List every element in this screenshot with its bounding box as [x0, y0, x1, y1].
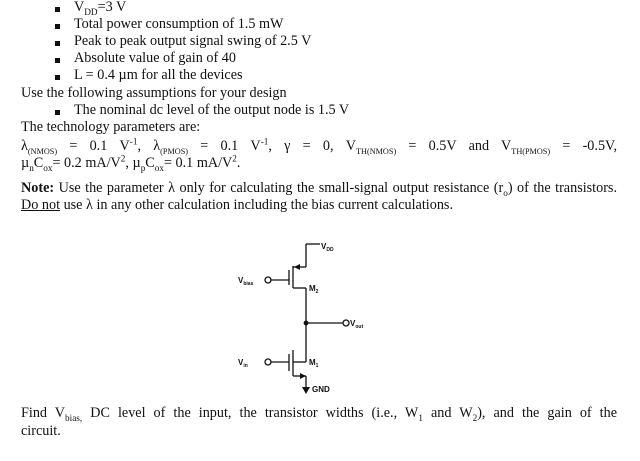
params-line-2: µnCox= 0.2 mA/V2, µpCox= 0.1 mA/V2.	[21, 153, 241, 173]
spec-swing: Peak to peak output signal swing of 2.5 …	[74, 33, 312, 49]
question-line-2: circuit.	[21, 423, 61, 439]
spec-power: Total power consumption of 1.5 mW	[74, 16, 284, 32]
bullet	[55, 24, 60, 29]
ground-arrow-icon	[302, 387, 310, 394]
tech-intro: The technology parameters are:	[21, 119, 201, 135]
params-line-1: λ(NMOS) = 0.1 V-1, λ(PMOS) = 0.1 V-1, γ …	[21, 136, 618, 156]
m1-label: M1	[309, 358, 319, 369]
m2-source-arrow-icon	[294, 264, 300, 270]
spec-length: L = 0.4 µm for all the devices	[74, 67, 243, 83]
bullet	[55, 58, 60, 63]
vout-label: Vout	[350, 319, 363, 330]
m1-source-arrow-icon	[300, 373, 306, 379]
spec-gain: Absolute value of gain of 40	[74, 50, 236, 66]
question-line-1: Find Vbias, DC level of the input, the t…	[21, 405, 617, 423]
assumption-dc-level: The nominal dc level of the output node …	[74, 102, 350, 118]
gnd-label: GND	[312, 385, 330, 394]
vbias-label: Vbias	[238, 276, 254, 287]
bullet	[55, 110, 60, 115]
do-not-emphasis: Do not	[21, 197, 61, 213]
vin-label: Vin	[238, 358, 248, 369]
spec-vdd: VDD=3 V	[74, 0, 127, 17]
note-paragraph: Note: Use the parameter λ only for calcu…	[21, 180, 618, 213]
bullet	[55, 41, 60, 46]
bullet	[55, 7, 60, 12]
vdd-label: VDD	[321, 242, 334, 253]
note-label: Note:	[21, 180, 55, 196]
bullet	[55, 75, 60, 80]
output-junction-dot	[303, 320, 309, 326]
assumptions-intro: Use the following assumptions for your d…	[21, 85, 287, 101]
m2-label: M2	[309, 284, 319, 295]
